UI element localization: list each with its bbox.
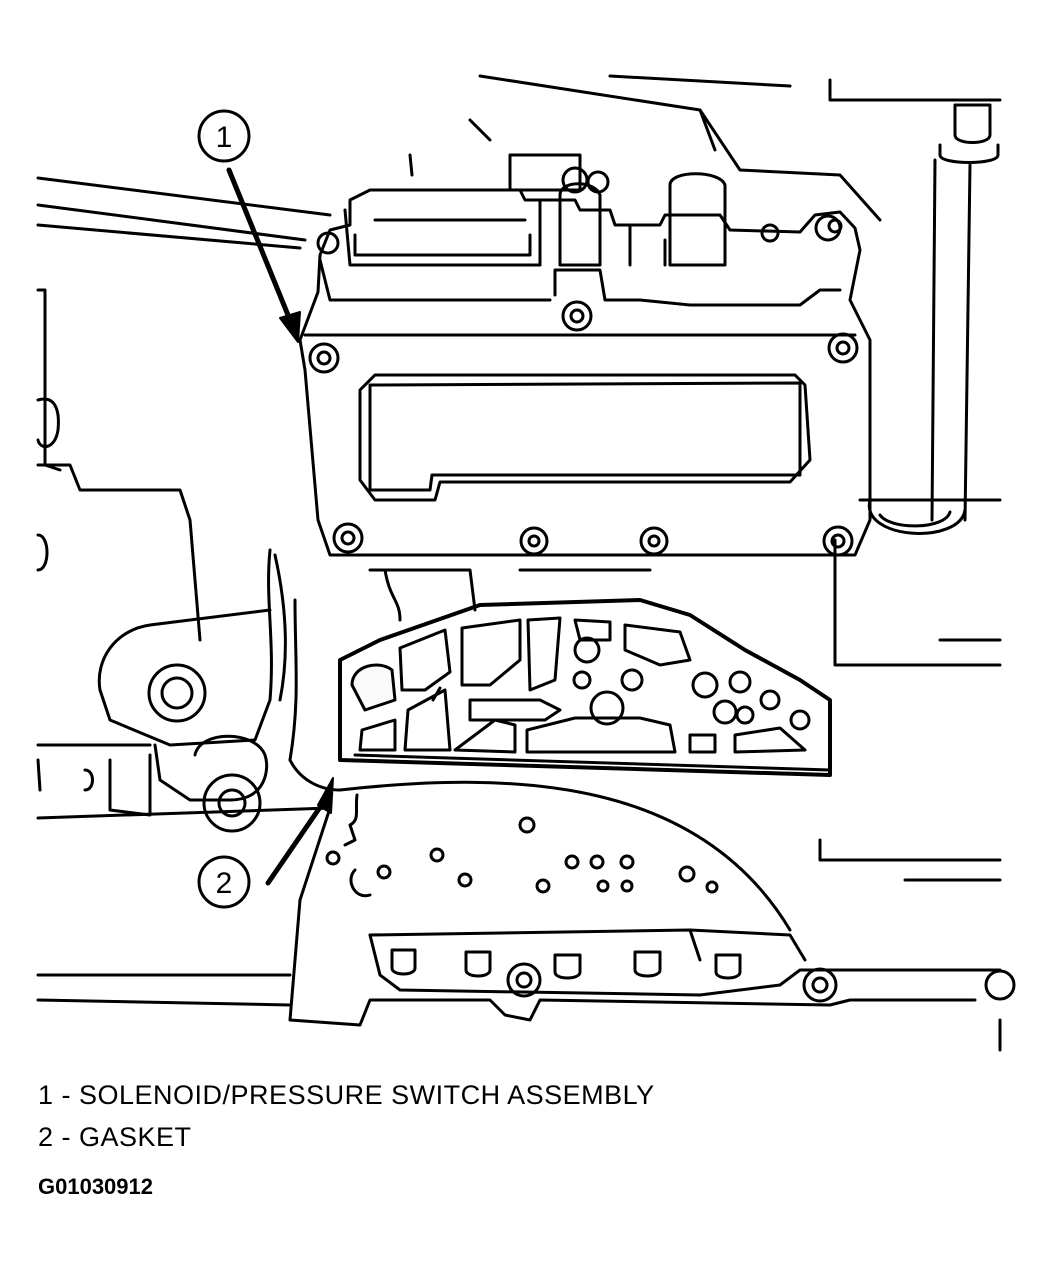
gasket[interactable] (338, 598, 832, 777)
figure-id: G01030912 (38, 1174, 153, 1199)
valve-body (288, 780, 1016, 1027)
left-bracket (83, 548, 652, 833)
legend-item-1: 1 - SOLENOID/PRESSURE SWITCH ASSEMBLY (38, 1080, 655, 1110)
callout-2-number: 2 (216, 867, 233, 900)
callout-1 (197, 109, 301, 343)
valve-body-bolt (390, 948, 1016, 1003)
legend-item-2: 2 - GASKET (38, 1122, 192, 1152)
mounting-screw (308, 300, 859, 557)
callout-2 (197, 777, 334, 909)
shaft (867, 103, 1000, 535)
solenoid-pressure-switch-assembly (298, 153, 872, 557)
transmission-case-outline (36, 74, 1002, 1052)
callout-1-number: 1 (216, 121, 233, 154)
line-drawing: 1 2 (36, 74, 1016, 1052)
